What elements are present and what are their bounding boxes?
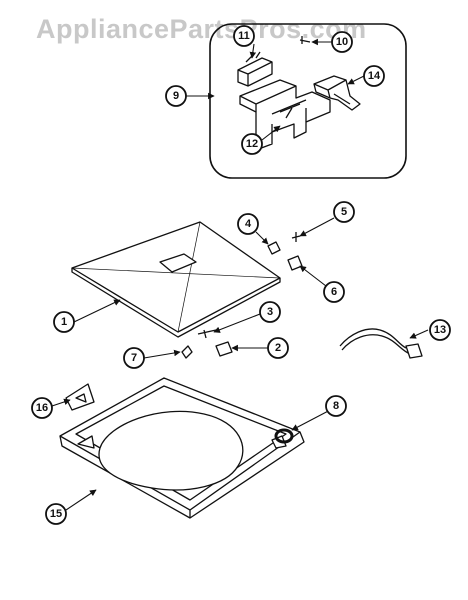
callout-12-label: 12 <box>246 138 258 150</box>
watermark-text: AppliancePartsPros.com <box>36 14 367 44</box>
callout-9: 9 <box>165 85 187 107</box>
callout-8: 8 <box>325 395 347 417</box>
part-10-screw <box>299 36 311 44</box>
callout-4-label: 4 <box>245 218 252 230</box>
callout-11: 11 <box>233 25 255 47</box>
part-7-screw <box>181 345 193 359</box>
callout-13: 13 <box>429 319 451 341</box>
callout-16-label: 16 <box>36 402 48 414</box>
callout-11-label: 11 <box>238 30 250 42</box>
callout-15-label: 15 <box>50 508 62 520</box>
callout-3-label: 3 <box>267 306 273 318</box>
kit-inset-box <box>209 23 407 179</box>
part-15-top-frame <box>59 377 305 519</box>
callout-3: 3 <box>259 301 281 323</box>
callout-6-label: 6 <box>331 286 337 298</box>
callout-10-label: 10 <box>336 36 348 48</box>
part-2-clip <box>215 341 233 357</box>
callout-8-label: 8 <box>333 400 339 412</box>
callout-12: 12 <box>241 133 263 155</box>
part-8-gasket <box>274 428 294 444</box>
part-14-lever <box>313 75 361 111</box>
callout-13-label: 13 <box>434 324 446 336</box>
callout-1-label: 1 <box>61 316 67 328</box>
callout-14: 14 <box>363 65 385 87</box>
callout-16: 16 <box>31 397 53 419</box>
callout-2-label: 2 <box>275 342 281 354</box>
part-11-switch <box>237 51 273 87</box>
part-6-pin <box>287 255 303 271</box>
part-3-actuator <box>197 329 217 339</box>
callout-7-label: 7 <box>131 352 137 364</box>
callout-14-label: 14 <box>368 70 381 82</box>
callout-7: 7 <box>123 347 145 369</box>
callout-2: 2 <box>267 337 289 359</box>
callout-1: 1 <box>53 311 75 333</box>
part-4-hinge <box>267 241 281 255</box>
callout-9-label: 9 <box>173 90 179 102</box>
part-1-lid <box>71 221 281 338</box>
callout-4: 4 <box>237 213 259 235</box>
callout-15: 15 <box>45 503 67 525</box>
callout-10: 10 <box>331 31 353 53</box>
part-5-screw <box>291 232 301 242</box>
callout-5: 5 <box>333 201 355 223</box>
part-13-power-cord <box>339 328 423 359</box>
part-16-cap <box>65 383 95 411</box>
callout-5-label: 5 <box>341 206 347 218</box>
callout-6: 6 <box>323 281 345 303</box>
